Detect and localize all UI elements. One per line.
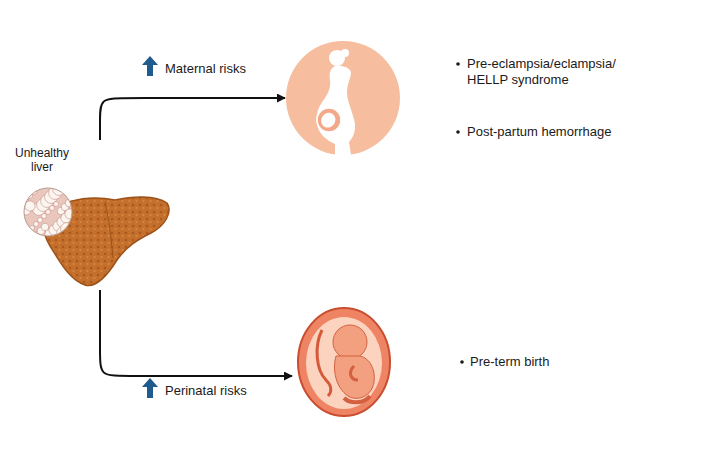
up-arrow-icon	[142, 56, 158, 76]
risk-arrow	[100, 98, 285, 140]
background-circle	[286, 41, 400, 155]
figure-art	[292, 300, 622, 422]
bullet-dot	[456, 62, 460, 66]
maternal-figure: Pre-eclampsia/eclampsia/ HELLP syndromeP…	[285, 40, 665, 160]
edge-label: Perinatal risks	[163, 383, 249, 399]
womb	[317, 108, 341, 132]
figure-label: Unhealthy liver	[9, 146, 75, 174]
bullet-dot	[456, 130, 460, 134]
risk-item: Pre-term birth	[470, 354, 549, 370]
risk-arrow	[100, 290, 292, 376]
pregnant-woman-silhouette	[316, 49, 355, 155]
bullet-dot	[460, 360, 464, 364]
histology-circle	[21, 183, 75, 240]
risk-item: Pre-eclampsia/eclampsia/ HELLP syndrome	[467, 56, 652, 88]
risk-item: Post-partum hemorrhage	[467, 124, 612, 140]
up-arrow-icon	[142, 378, 158, 398]
edge-label: Maternal risks	[163, 61, 248, 77]
liver-figure: Unhealthy liver	[5, 140, 175, 290]
liver-lobe-line	[105, 202, 113, 258]
fetus-figure: Pre-term birth	[292, 300, 622, 422]
liver-shape	[44, 197, 169, 285]
figure-art	[5, 140, 175, 290]
fetus-illustration	[298, 308, 390, 416]
fetus-silhouette	[321, 113, 335, 128]
